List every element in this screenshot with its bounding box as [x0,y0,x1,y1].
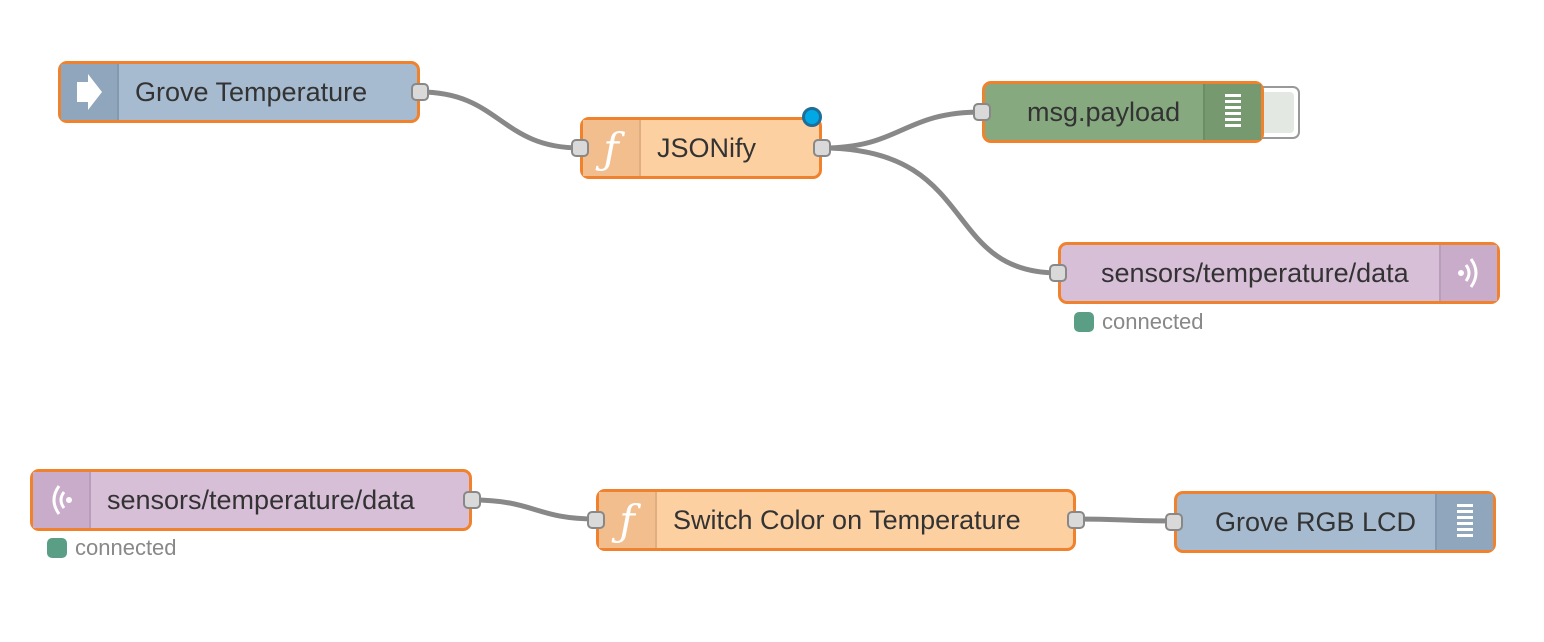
wire-jsonify-to-msg-payload[interactable] [819,109,985,151]
node-changed-indicator [802,107,822,127]
mqtt-out-node[interactable]: sensors/temperature/data [1049,242,1500,304]
grove-rgb-lcd-node[interactable]: Grove RGB LCD [1165,491,1496,553]
status-dot [1074,312,1094,332]
output-port[interactable] [411,83,429,101]
node-label: msg.payload [1027,96,1181,127]
node-label: Grove RGB LCD [1215,506,1417,537]
grove-temperature-node[interactable]: Grove Temperature [58,61,429,123]
input-port[interactable] [1049,264,1067,282]
output-port[interactable] [813,139,831,157]
arrow-in-icon [61,64,119,120]
wire-jsonify-to-mqtt-out[interactable] [819,145,1061,276]
input-port[interactable] [587,511,605,529]
node-label: sensors/temperature/data [1101,257,1409,288]
mqtt-icon [1439,245,1497,301]
wire-grove-temp-to-jsonify[interactable] [417,89,583,151]
node-label: Grove Temperature [135,76,368,107]
msg-payload-debug-node[interactable]: msg.payload [973,81,1264,143]
output-port[interactable] [463,491,481,509]
node-label: JSONify [657,132,757,163]
function-icon: ƒ [583,120,641,176]
mqtt-icon [33,472,91,528]
node-label: Switch Color on Temperature [673,504,1021,535]
status-dot [47,538,67,558]
output-port[interactable] [1067,511,1085,529]
status-connected: connected [47,535,177,561]
input-port[interactable] [973,103,991,121]
switch-color-node[interactable]: ƒ Switch Color on Temperature [587,489,1085,551]
node-label: sensors/temperature/data [107,484,415,515]
wire-switch-to-grove-lcd[interactable] [1073,516,1177,524]
status-text: connected [75,535,177,560]
list-icon [1435,494,1493,550]
input-port[interactable] [571,139,589,157]
status-connected: connected [1074,309,1204,335]
jsonify-node[interactable]: ƒ JSONify [571,117,831,179]
input-port[interactable] [1165,513,1183,531]
function-icon: ƒ [599,492,657,548]
mqtt-in-node[interactable]: sensors/temperature/data [30,469,481,531]
status-text: connected [1102,309,1204,334]
debug-list-icon [1203,84,1261,140]
wire-mqtt-in-to-switch[interactable] [469,497,599,522]
